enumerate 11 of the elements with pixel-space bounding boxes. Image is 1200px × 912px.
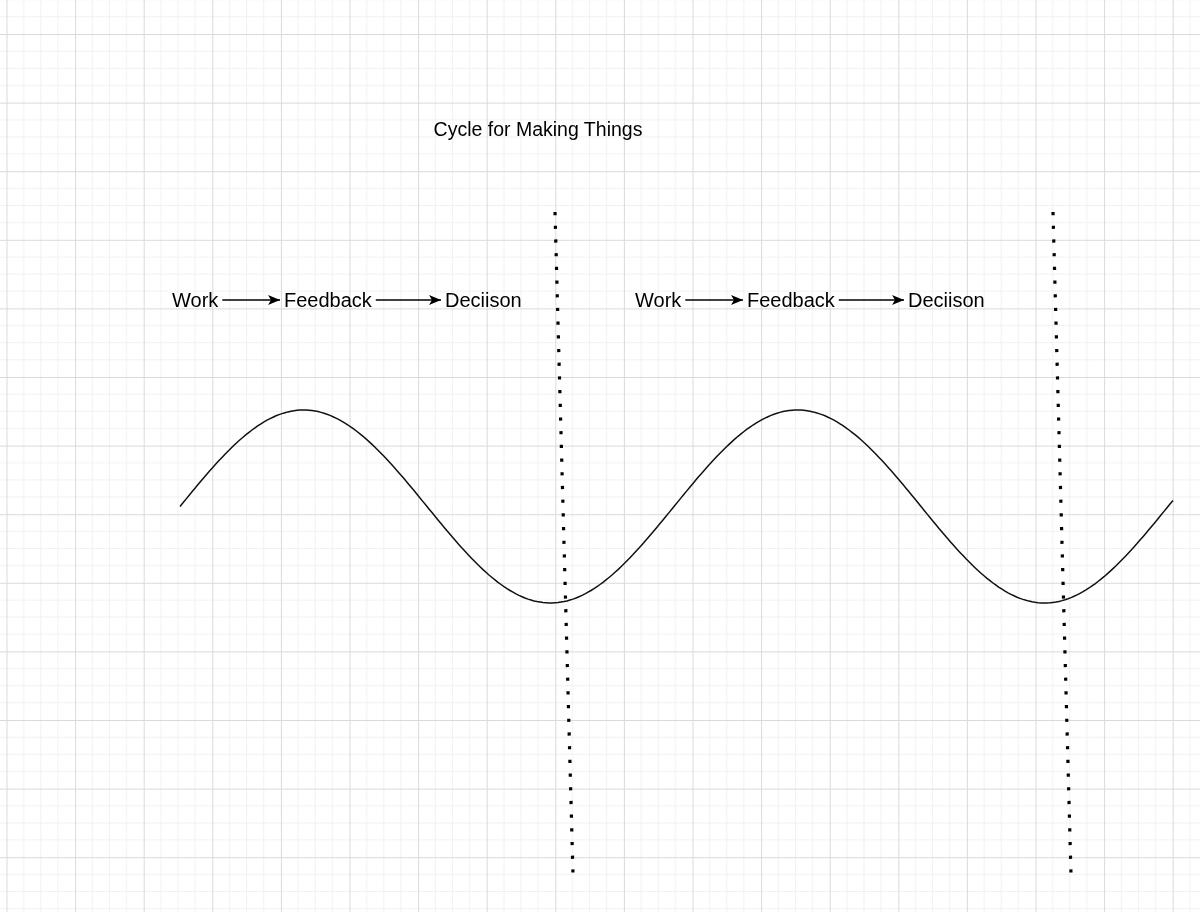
arrow bbox=[221, 295, 281, 305]
step-label: Feedback bbox=[280, 288, 376, 312]
step-label: Feedback bbox=[743, 288, 839, 312]
step-label: Work bbox=[631, 288, 686, 312]
arrow bbox=[684, 295, 744, 305]
step-label: Work bbox=[168, 288, 223, 312]
arrow bbox=[838, 295, 905, 305]
diagram-title: Cycle for Making Things bbox=[433, 117, 643, 141]
step-label: Deciison bbox=[904, 288, 989, 312]
step-label: Deciison bbox=[441, 288, 526, 312]
arrow bbox=[375, 295, 442, 305]
